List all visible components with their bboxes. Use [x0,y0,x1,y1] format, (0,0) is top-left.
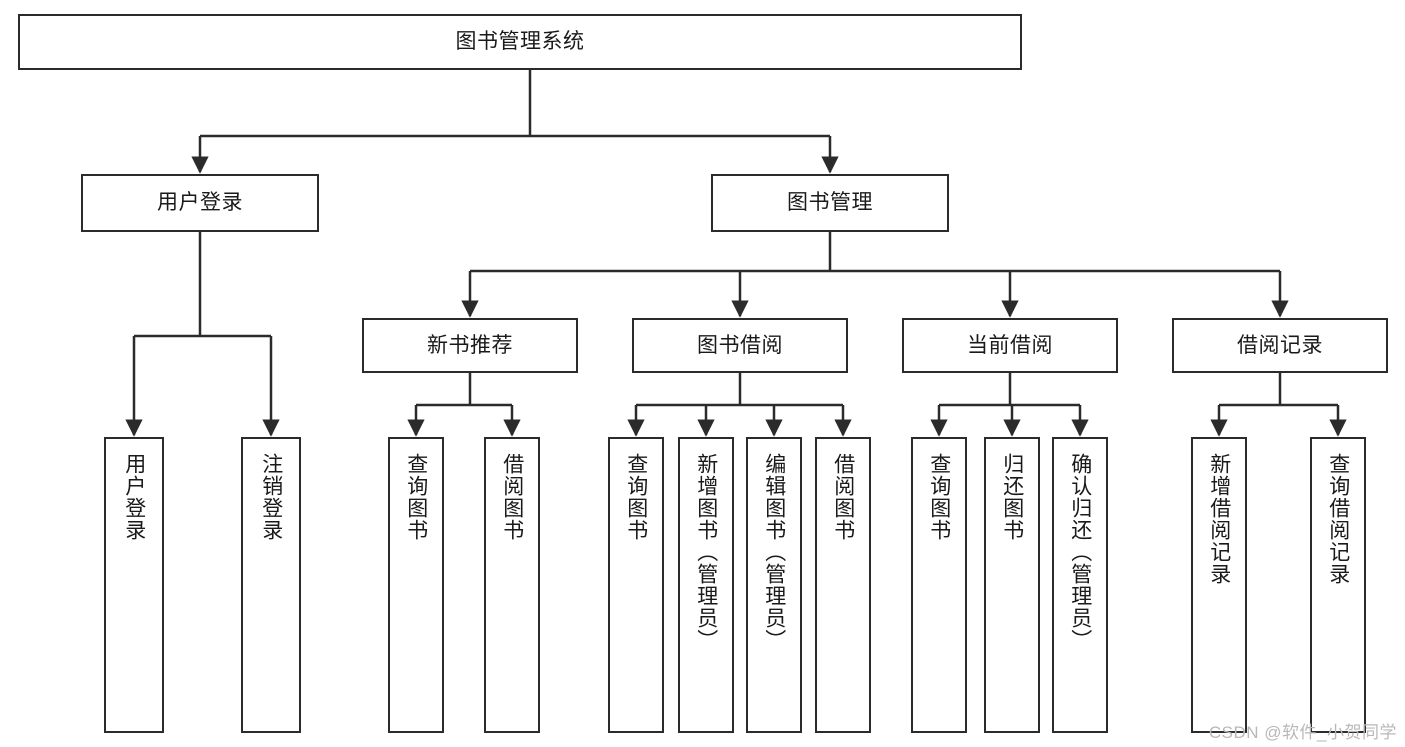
root-node-box[interactable]: 图书管理系统 [18,14,1022,70]
level3-node-current-borrow[interactable]: 当前借阅 [902,318,1118,373]
node-label-vertical: 注销登录 [259,453,283,541]
node-label-vertical: 编辑图书（管理员） [762,453,786,651]
node-label-vertical: 新增图书（管理员） [694,453,718,651]
node-label-vertical: 归还图书 [1000,453,1024,541]
node-label-vertical: 查询借阅记录 [1326,453,1350,585]
node-label-vertical: 查询图书 [927,453,951,541]
leaf-node-leaf-user-login[interactable]: 用户登录 [104,437,164,733]
level2-node-book-manage[interactable]: 图书管理 [711,174,949,232]
node-label-vertical: 用户登录 [122,453,146,541]
node-label-vertical: 确认归还（管理员） [1068,453,1092,651]
level3-node-new-book-rec[interactable]: 新书推荐 [362,318,578,373]
leaf-node-leaf-add-book[interactable]: 新增图书（管理员） [678,437,734,733]
level2-node-user-login[interactable]: 用户登录 [81,174,319,232]
leaf-node-leaf-query-book-rec[interactable]: 查询图书 [388,437,444,733]
leaf-node-leaf-query-book-borrow[interactable]: 查询图书 [608,437,664,733]
node-label-vertical: 借阅图书 [500,453,524,541]
node-label-vertical: 借阅图书 [831,453,855,541]
node-label-vertical: 新增借阅记录 [1207,453,1231,585]
leaf-node-leaf-add-record[interactable]: 新增借阅记录 [1191,437,1247,733]
leaf-node-leaf-edit-book[interactable]: 编辑图书（管理员） [746,437,802,733]
node-label: 借阅记录 [1237,333,1323,357]
node-label: 图书管理 [787,191,873,215]
leaf-node-leaf-borrow-book-rec[interactable]: 借阅图书 [484,437,540,733]
node-label-vertical: 查询图书 [624,453,648,541]
leaf-node-leaf-confirm-return[interactable]: 确认归还（管理员） [1052,437,1108,733]
leaf-node-leaf-query-book-cur[interactable]: 查询图书 [911,437,967,733]
leaf-node-leaf-return-book[interactable]: 归还图书 [984,437,1040,733]
leaf-node-leaf-user-logout[interactable]: 注销登录 [241,437,301,733]
node-label: 新书推荐 [427,333,513,357]
watermark-text: CSDN @软件_小贺同学 [1208,723,1397,742]
leaf-node-leaf-borrow-book[interactable]: 借阅图书 [815,437,871,733]
node-label-vertical: 查询图书 [404,453,428,541]
level3-node-book-borrow[interactable]: 图书借阅 [632,318,848,373]
node-label: 图书借阅 [697,333,783,357]
node-label: 当前借阅 [967,333,1053,357]
level3-node-borrow-record[interactable]: 借阅记录 [1172,318,1388,373]
leaf-node-leaf-query-record[interactable]: 查询借阅记录 [1310,437,1366,733]
node-label: 图书管理系统 [455,30,585,54]
node-label: 用户登录 [157,191,243,215]
